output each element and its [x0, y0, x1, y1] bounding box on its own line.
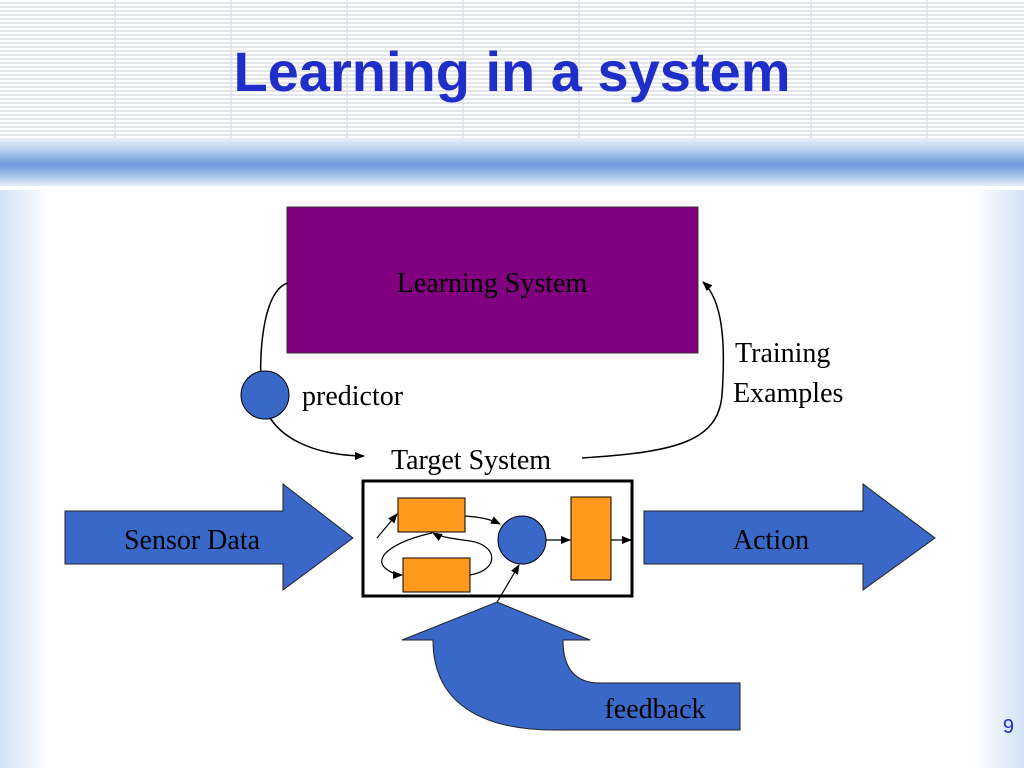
- internal-arrow-loop-right: [432, 532, 493, 576]
- internal-arrow-feedback: [495, 564, 520, 605]
- left-edge-gradient: [0, 190, 50, 768]
- predictor-node: [240, 370, 290, 420]
- internal-block-bottom: [402, 557, 471, 593]
- slide-title: Learning in a system: [233, 40, 791, 103]
- training-examples-arrow: [581, 281, 725, 459]
- predictor-label: predictor: [302, 381, 404, 412]
- internal-arrow-top-to-node: [464, 515, 501, 525]
- feedback-label: feedback: [604, 694, 705, 725]
- learning-system-label: Learning System: [397, 268, 588, 299]
- internal-block-tall: [570, 496, 612, 581]
- feedback-arrow: [401, 601, 741, 731]
- action-label: Action: [733, 525, 809, 556]
- training-label-line2: Examples: [733, 378, 843, 409]
- sensor-data-arrow: [64, 482, 354, 591]
- action-arrow: [643, 483, 936, 591]
- title-underline-bar: [0, 138, 1024, 186]
- page-number: 9: [1002, 716, 1014, 738]
- sensor-data-label: Sensor Data: [124, 525, 261, 556]
- right-edge-gradient: [974, 190, 1024, 768]
- training-label-line1: Training: [735, 338, 830, 369]
- internal-block-top: [397, 497, 466, 533]
- target-system-label: Target System: [391, 445, 551, 476]
- internal-arrow-input: [376, 513, 398, 539]
- internal-arrow-loop-left: [381, 532, 433, 579]
- internal-node: [497, 515, 547, 565]
- learning-system-box: [286, 206, 699, 354]
- header-pattern: [0, 0, 1024, 138]
